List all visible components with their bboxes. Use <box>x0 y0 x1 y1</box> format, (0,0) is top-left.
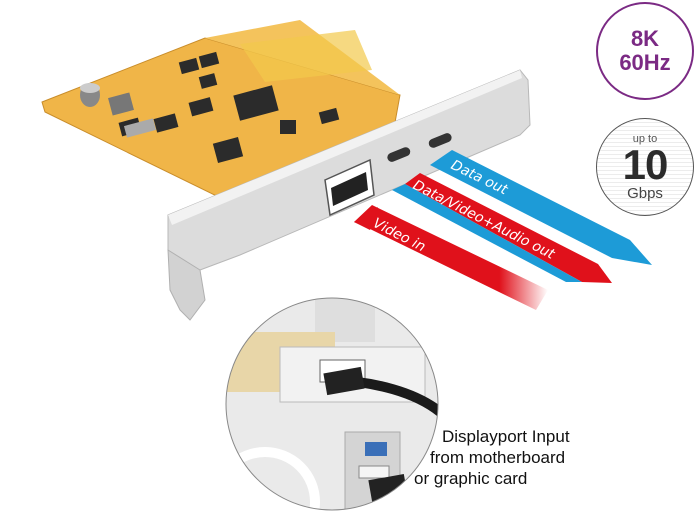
caption-line-3: or graphic card <box>414 469 528 488</box>
speed-prefix: up to <box>632 132 658 145</box>
pc-installation-inset <box>225 297 439 511</box>
speed-badge: up to 10 Gbps <box>596 118 694 216</box>
speed-value: 10 <box>622 140 669 188</box>
resolution-badge: 8K 60Hz <box>596 2 694 100</box>
caption-line-2: from motherboard <box>430 448 566 467</box>
resolution-value: 8K <box>630 26 660 51</box>
speed-unit: Gbps <box>627 184 663 202</box>
inset-caption: Displayport Input from motherboard or gr… <box>414 426 570 489</box>
refresh-rate-value: 60Hz <box>619 50 671 75</box>
caption-line-1: Displayport Input <box>442 427 570 446</box>
